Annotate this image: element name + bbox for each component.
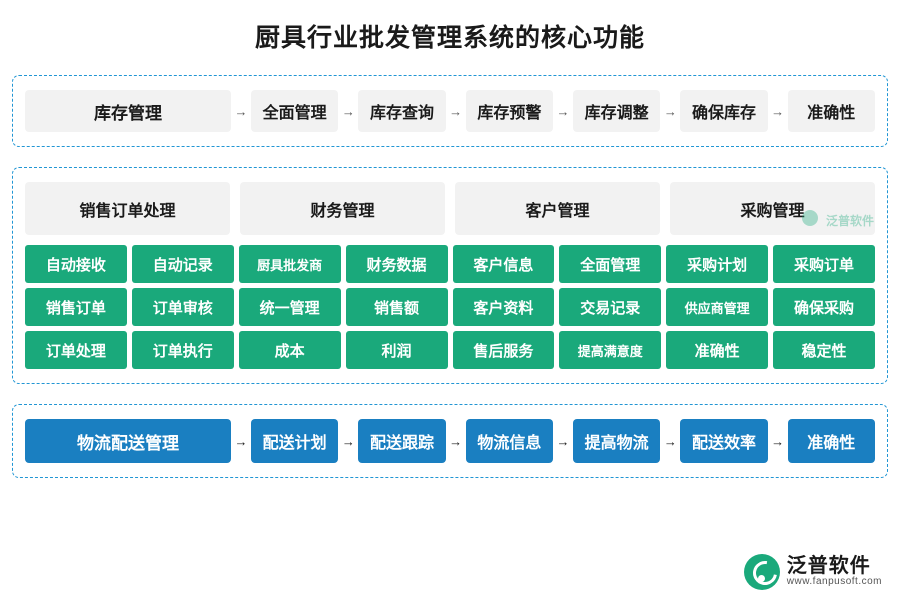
arrow-icon: → — [341, 103, 355, 119]
feature-cell[interactable]: 销售额 — [345, 288, 448, 326]
feature-cell[interactable]: 采购计划 — [666, 245, 769, 283]
inventory-step-1[interactable]: 全面管理 — [251, 90, 339, 132]
feature-cell[interactable]: 统一管理 — [238, 288, 341, 326]
feature-cell[interactable]: 确保采购 — [773, 288, 875, 326]
category-sales-order[interactable]: 销售订单处理 — [25, 182, 230, 235]
logistics-step-5[interactable]: 配送效率 — [680, 419, 768, 463]
feature-cell[interactable]: 准确性 — [666, 331, 769, 369]
watermark-mark-icon — [802, 210, 818, 226]
feature-cell[interactable]: 自动记录 — [131, 245, 234, 283]
logistics-step-4[interactable]: 提高物流 — [572, 419, 661, 463]
feature-cell[interactable]: 客户资料 — [452, 288, 555, 326]
feature-cell[interactable]: 厨具批发商 — [238, 245, 341, 283]
arrow-icon: → — [234, 103, 248, 119]
feature-cell[interactable]: 供应商管理 — [666, 288, 769, 326]
feature-cell[interactable]: 财务数据 — [345, 245, 448, 283]
inventory-step-4[interactable]: 库存调整 — [572, 90, 661, 132]
inventory-flow-lead[interactable]: 库存管理 — [25, 90, 231, 132]
brand-mark-icon — [743, 554, 780, 590]
category-finance[interactable]: 财务管理 — [240, 182, 445, 235]
brand-name-cn: 泛普软件 — [786, 555, 871, 578]
feature-cell[interactable]: 成本 — [238, 331, 341, 369]
logistics-step-6[interactable]: 准确性 — [787, 419, 875, 463]
feature-cell[interactable]: 采购订单 — [773, 245, 875, 283]
core-feature-grid: 自动接收 自动记录 厨具批发商 财务数据 客户信息 全面管理 采购计划 采购订单… — [25, 245, 875, 369]
category-purchase[interactable]: 采购管理 — [670, 182, 875, 235]
brand-name-en: www.fanpusoft.com — [786, 576, 882, 588]
arrow-icon: → — [341, 433, 355, 449]
arrow-icon: → — [234, 433, 248, 449]
inventory-flow-panel: 库存管理 → 全面管理 → 库存查询 → 库存预警 → 库存调整 → 确保库存 … — [12, 75, 888, 147]
arrow-icon: → — [449, 103, 463, 119]
feature-cell[interactable]: 自动接收 — [25, 245, 127, 283]
category-customer[interactable]: 客户管理 — [455, 182, 660, 235]
feature-cell[interactable]: 售后服务 — [452, 331, 555, 369]
feature-cell[interactable]: 销售订单 — [25, 288, 127, 326]
inventory-step-2[interactable]: 库存查询 — [358, 90, 446, 132]
feature-cell[interactable]: 利润 — [345, 331, 448, 369]
arrow-icon: → — [663, 103, 677, 119]
arrow-icon: → — [449, 433, 463, 449]
arrow-icon: → — [771, 433, 785, 449]
inventory-step-5[interactable]: 确保库存 — [680, 90, 768, 132]
brand-logo: 泛普软件 www.fanpusoft.com — [743, 554, 882, 590]
core-functions-panel: 销售订单处理 财务管理 客户管理 采购管理 自动接收 自动记录 厨具批发商 财务… — [12, 167, 888, 384]
inventory-step-6[interactable]: 准确性 — [787, 90, 875, 132]
arrow-icon: → — [771, 103, 785, 119]
feature-cell[interactable]: 客户信息 — [452, 245, 555, 283]
arrow-icon: → — [556, 433, 570, 449]
feature-cell[interactable]: 订单审核 — [131, 288, 234, 326]
feature-cell[interactable]: 提高满意度 — [559, 331, 662, 369]
feature-cell[interactable]: 订单处理 — [25, 331, 127, 369]
logistics-flow-lead[interactable]: 物流配送管理 — [25, 419, 231, 463]
feature-cell[interactable]: 订单执行 — [131, 331, 234, 369]
logistics-step-3[interactable]: 物流信息 — [465, 419, 553, 463]
category-row: 销售订单处理 财务管理 客户管理 采购管理 — [25, 182, 875, 235]
feature-cell[interactable]: 全面管理 — [559, 245, 662, 283]
arrow-icon: → — [556, 103, 570, 119]
logistics-flow-panel: 物流配送管理 → 配送计划 → 配送跟踪 → 物流信息 → 提高物流 → 配送效… — [12, 404, 888, 478]
page-title: 厨具行业批发管理系统的核心功能 — [254, 24, 645, 52]
arrow-icon: → — [663, 433, 677, 449]
watermark-logo: 泛普软件 — [802, 206, 874, 232]
feature-cell[interactable]: 稳定性 — [773, 331, 875, 369]
watermark-label: 泛普软件 — [825, 214, 874, 228]
logistics-step-2[interactable]: 配送跟踪 — [358, 419, 446, 463]
brand-text: 泛普软件 www.fanpusoft.com — [787, 556, 882, 588]
inventory-step-3[interactable]: 库存预警 — [465, 90, 553, 132]
feature-cell[interactable]: 交易记录 — [559, 288, 662, 326]
logistics-step-1[interactable]: 配送计划 — [251, 419, 339, 463]
